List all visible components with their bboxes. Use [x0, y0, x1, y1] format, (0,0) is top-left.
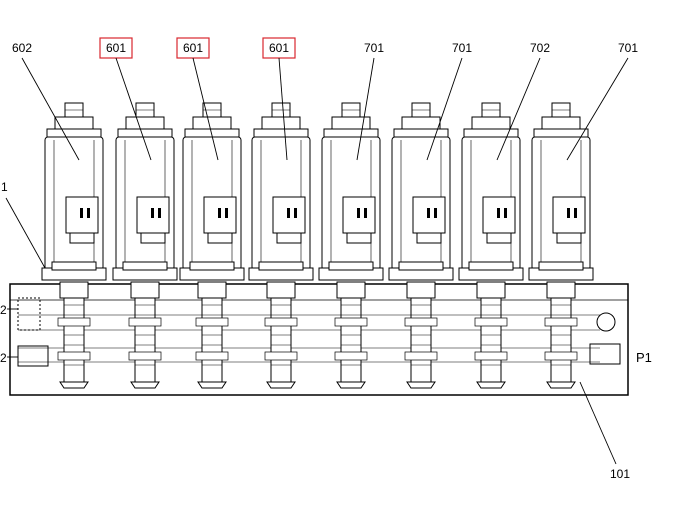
leader-line-5 — [356, 57, 375, 161]
valve-7 — [458, 102, 524, 389]
label-group: 602 601 601 601 701 701 702 701 — [12, 37, 638, 161]
port-label-p1: P1 — [636, 350, 652, 365]
valve-label-3: 601 — [183, 41, 203, 55]
valve-5 — [318, 102, 384, 389]
valve-1 — [41, 102, 107, 389]
leader-line-2 — [115, 57, 152, 161]
leader-line-6 — [426, 57, 463, 161]
side-label-left-low: 2 — [0, 351, 7, 365]
valve-label-6: 701 — [452, 41, 472, 55]
manifold-label: 101 — [610, 467, 630, 481]
valve-label-7: 702 — [530, 41, 550, 55]
side-label-left-mid: 2 — [0, 303, 7, 317]
valve-label-8: 701 — [618, 41, 638, 55]
leader-line-1 — [21, 57, 80, 161]
valve-label-4: 601 — [269, 41, 289, 55]
leader-line-4 — [278, 57, 288, 161]
valve-3 — [179, 102, 245, 389]
valve-8 — [528, 102, 594, 389]
side-label-left-top: 1 — [1, 180, 8, 194]
valve-label-1: 602 — [12, 41, 32, 55]
valve-2 — [112, 102, 178, 389]
valve-label-2: 601 — [106, 41, 126, 55]
leader-line-7 — [496, 57, 541, 161]
leader-line-3 — [192, 57, 219, 161]
valve-label-5: 701 — [364, 41, 384, 55]
valve-group — [41, 102, 594, 389]
leader-line-8 — [566, 57, 629, 161]
valve-6 — [388, 102, 454, 389]
manifold-block — [9, 283, 629, 396]
manifold-leader-line — [579, 381, 617, 465]
valve-4 — [248, 102, 314, 389]
